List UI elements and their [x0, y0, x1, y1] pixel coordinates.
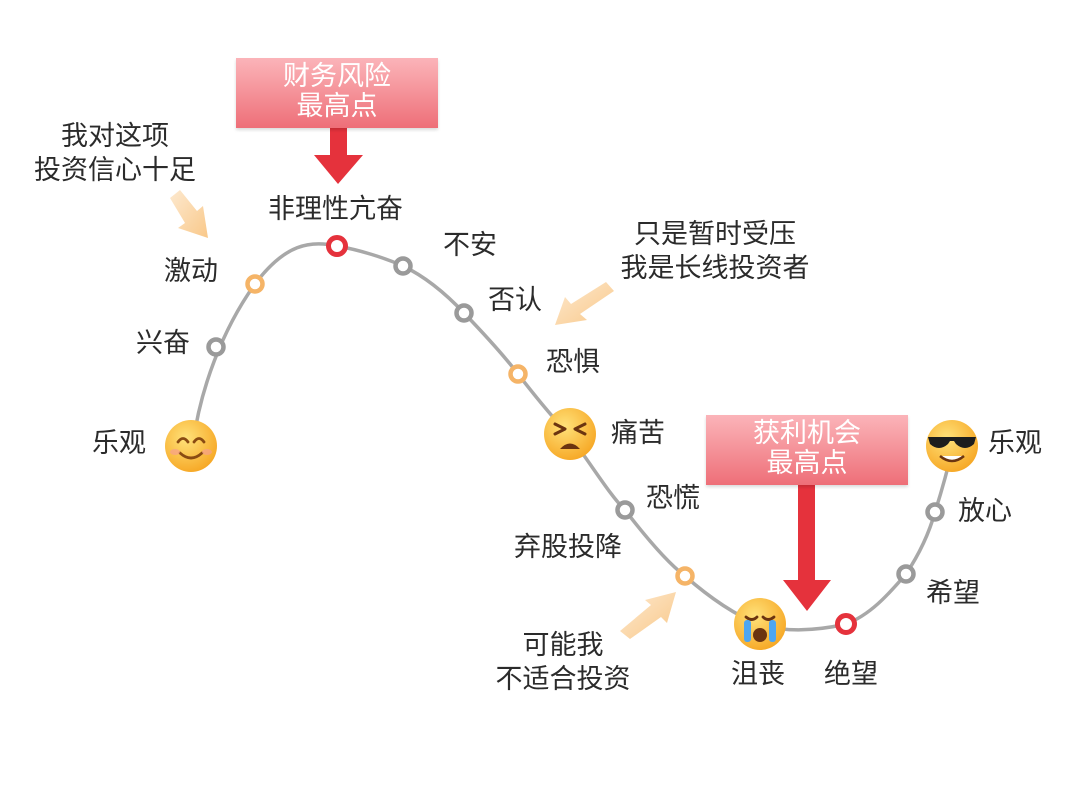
node-anxiety: [393, 256, 413, 276]
opportunity-peak-callout: 获利机会 最高点: [706, 415, 908, 485]
risk-down-arrow: [314, 127, 363, 184]
stage-label-optimism-1: 乐观: [92, 428, 146, 459]
node-thrill: [245, 274, 265, 294]
stage-label-capitulation: 弃股投降: [514, 532, 622, 563]
risk-callout-line1: 财务风险: [283, 61, 391, 92]
node-despair: [835, 613, 857, 635]
confidence-note: 我对这项 投资信心十足: [24, 120, 206, 188]
stage-label-anxiety: 不安: [443, 230, 497, 261]
node-excitement: [206, 337, 226, 357]
stage-label-excitement: 兴奋: [136, 328, 190, 359]
stage-label-denial: 否认: [488, 285, 542, 316]
stage-label-despair: 绝望: [824, 659, 878, 690]
risk-callout-line2: 最高点: [296, 91, 378, 122]
node-panic: [615, 500, 635, 520]
pressure-note-line1: 只是暂时受压: [634, 219, 796, 250]
stage-label-relief: 放心: [958, 496, 1012, 527]
stage-label-panic: 恐慌: [646, 483, 700, 514]
sunglasses-face-icon: [926, 420, 978, 472]
stage-label-thrill: 激动: [164, 256, 218, 287]
confidence-note-arrow: [170, 190, 208, 238]
crying-face-icon: [734, 598, 786, 650]
pressure-note-line2: 我是长线投资者: [620, 253, 810, 284]
node-denial: [454, 303, 474, 323]
stage-label-pain: 痛苦: [611, 418, 665, 449]
opportunity-callout-line1: 获利机会: [753, 418, 861, 449]
emotion-curve: [191, 242, 955, 632]
stage-label-fear: 恐惧: [546, 347, 600, 378]
stage-label-optimism-2: 乐观: [988, 428, 1042, 459]
persevering-face-icon: [544, 408, 596, 460]
opportunity-callout-line2: 最高点: [766, 448, 848, 479]
node-euphoria: [326, 235, 348, 257]
pressure-note-arrow: [555, 282, 614, 325]
risk-peak-callout: 财务风险 最高点: [236, 58, 438, 128]
unsuitable-note: 可能我 不适合投资: [488, 629, 638, 697]
stage-label-euphoria: 非理性亢奋: [268, 194, 403, 225]
stage-label-hope: 希望: [926, 578, 980, 609]
node-fear: [508, 364, 528, 384]
node-capitulation: [675, 566, 695, 586]
stage-label-despondency: 沮丧: [731, 659, 785, 690]
smiling-face-icon: [165, 420, 217, 472]
pressure-note: 只是暂时受压 我是长线投资者: [612, 218, 818, 286]
node-hope: [896, 564, 916, 584]
confidence-note-line2: 投资信心十足: [34, 155, 196, 186]
node-relief: [925, 502, 945, 522]
opportunity-down-arrow: [783, 484, 831, 611]
unsuitable-note-line2: 不适合投资: [495, 664, 631, 695]
unsuitable-note-line1: 可能我: [522, 630, 604, 661]
confidence-note-line1: 我对这项: [61, 121, 169, 152]
unsuitable-note-arrow: [620, 592, 676, 639]
